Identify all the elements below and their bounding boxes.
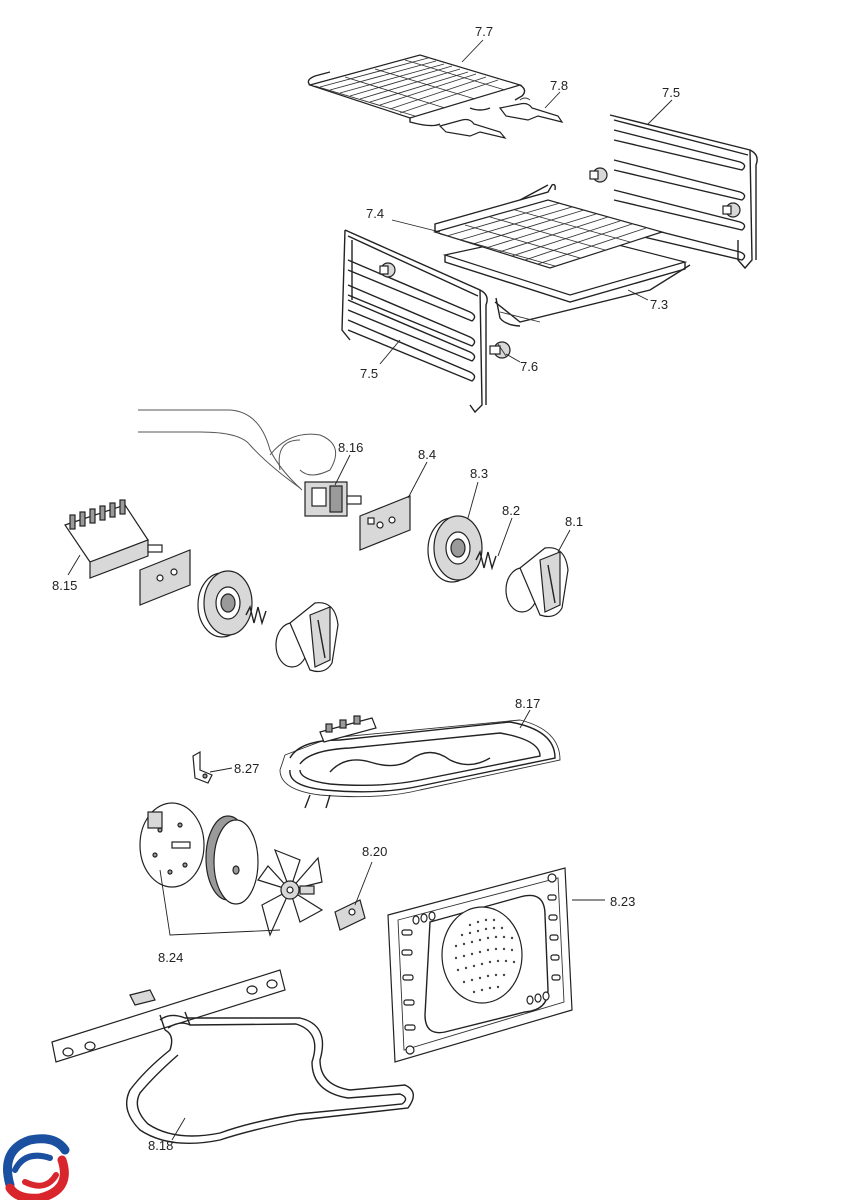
label-8-24: 8.24 bbox=[158, 950, 183, 965]
label-8-4: 8.4 bbox=[418, 447, 436, 462]
label-8-1: 8.1 bbox=[565, 514, 583, 529]
label-8-3: 8.3 bbox=[470, 466, 488, 481]
bottom-element-8-18 bbox=[51, 969, 414, 1144]
label-7-5-left: 7.5 bbox=[360, 366, 378, 381]
clip-8-27 bbox=[192, 750, 213, 784]
label-7-8: 7.8 bbox=[550, 78, 568, 93]
label-7-6: 7.6 bbox=[520, 359, 538, 374]
brand-logo-icon bbox=[3, 1134, 70, 1200]
label-8-18: 8.18 bbox=[148, 1138, 173, 1153]
grill-rack-7-4 bbox=[432, 183, 665, 269]
fan-motor-8-24 bbox=[139, 802, 259, 905]
spring-8-2 bbox=[475, 549, 497, 571]
label-7-3: 7.3 bbox=[650, 297, 668, 312]
bracket-left bbox=[139, 549, 191, 606]
label-7-4: 7.4 bbox=[366, 206, 384, 221]
side-rail-right-7-5 bbox=[589, 114, 758, 270]
label-8-23: 8.23 bbox=[610, 894, 635, 909]
bezel-left bbox=[197, 570, 253, 638]
thermostat-8-16 bbox=[138, 409, 362, 517]
label-7-7: 7.7 bbox=[475, 24, 493, 39]
selector-switch-8-15 bbox=[64, 499, 163, 579]
fan-blade bbox=[257, 848, 324, 937]
control-knob-left bbox=[275, 602, 339, 673]
bezel-8-3 bbox=[427, 515, 483, 583]
rear-panel-8-23 bbox=[387, 867, 573, 1063]
label-8-17: 8.17 bbox=[515, 696, 540, 711]
label-7-5-right: 7.5 bbox=[662, 85, 680, 100]
leader-lines-top bbox=[379, 39, 673, 365]
label-8-2: 8.2 bbox=[502, 503, 520, 518]
shelf-clips-7-8 bbox=[438, 97, 564, 140]
leader-lines-middle bbox=[67, 454, 571, 576]
control-knob-8-1 bbox=[505, 547, 569, 618]
leader-lines-bottom bbox=[171, 1117, 186, 1141]
label-8-27: 8.27 bbox=[234, 761, 259, 776]
label-8-20: 8.20 bbox=[362, 844, 387, 859]
label-8-16: 8.16 bbox=[338, 440, 363, 455]
leader-lines-lower bbox=[159, 709, 605, 936]
wire-shelf-7-7 bbox=[307, 54, 526, 127]
side-rail-left-7-5 bbox=[341, 229, 488, 414]
bracket-8-4 bbox=[359, 495, 411, 551]
top-heating-element-8-17 bbox=[279, 715, 561, 809]
plate-8-20 bbox=[334, 899, 366, 931]
label-8-15: 8.15 bbox=[52, 578, 77, 593]
spring-left bbox=[245, 604, 267, 626]
part-labels: 7.7 7.8 7.5 7.4 7.3 7.5 7.6 8.16 8.4 8.3… bbox=[52, 24, 680, 1153]
screw-7-6 bbox=[489, 341, 511, 359]
